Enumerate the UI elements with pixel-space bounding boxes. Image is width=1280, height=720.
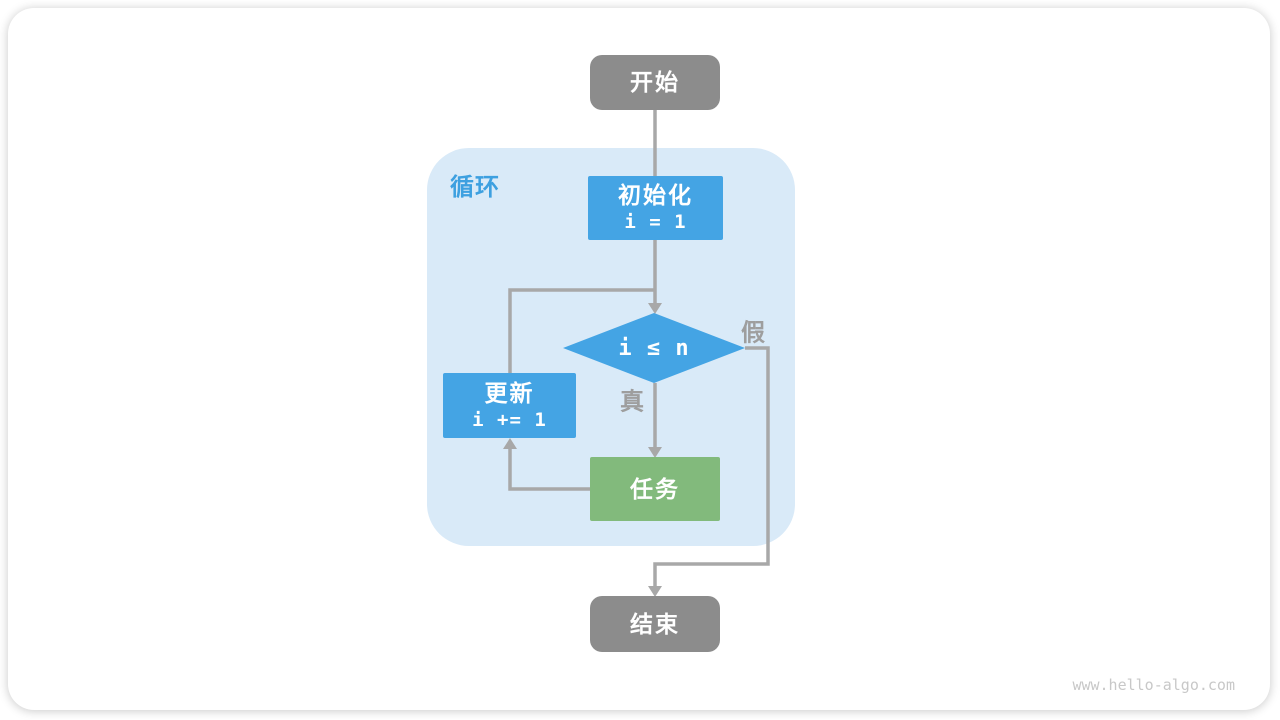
false-branch-label: 假 <box>741 319 765 347</box>
init-node-title: 初始化 <box>618 182 693 209</box>
task-node-label: 任务 <box>630 475 680 502</box>
end-node-label: 结束 <box>630 610 680 637</box>
arrowhead-end <box>648 586 662 597</box>
start-node: 开始 <box>590 55 720 110</box>
loop-label: 循环 <box>450 174 500 201</box>
watermark: www.hello-algo.com <box>1072 676 1235 694</box>
arrowhead-condition <box>648 303 662 314</box>
end-node: 结束 <box>590 596 720 652</box>
edge-condition-end <box>653 346 770 587</box>
condition-label: i ≤ n <box>618 335 690 361</box>
true-branch-label: 真 <box>620 388 644 416</box>
task-node: 任务 <box>590 457 720 521</box>
start-node-label: 开始 <box>630 69 680 96</box>
init-node-code: i = 1 <box>624 211 687 234</box>
update-node: 更新 i += 1 <box>443 373 576 438</box>
edge-update-merge <box>508 288 655 373</box>
update-node-title: 更新 <box>484 379 535 406</box>
arrowhead-task <box>648 447 662 458</box>
condition-diamond <box>563 313 745 383</box>
edge-task-update <box>508 449 590 491</box>
arrowhead-update <box>503 438 517 449</box>
update-node-code: i += 1 <box>472 408 547 431</box>
init-node: 初始化 i = 1 <box>588 176 723 240</box>
